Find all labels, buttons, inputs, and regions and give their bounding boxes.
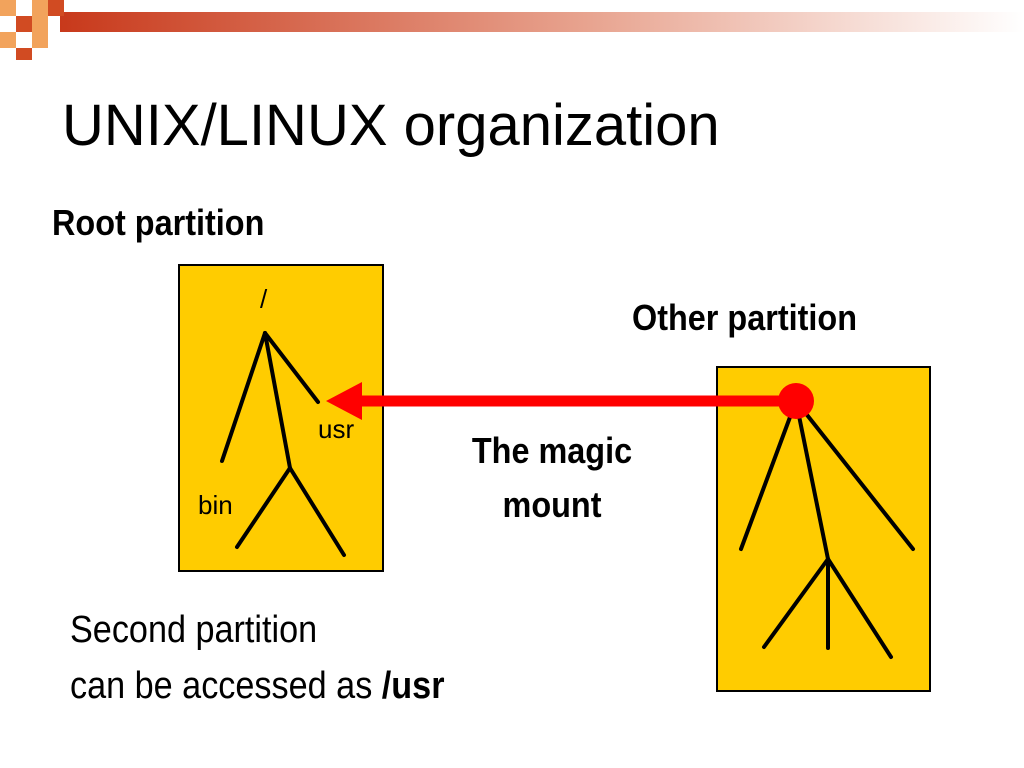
- other-partition-label: Other partition: [632, 297, 857, 338]
- access-note-prefix: can be accessed as: [70, 665, 382, 707]
- mount-point-dot: [778, 383, 814, 419]
- bin-dir-label: bin: [198, 490, 233, 520]
- root-dir-label: /: [260, 284, 268, 314]
- other-tree: [739, 399, 915, 659]
- access-note-line-1: Second partition: [70, 609, 318, 651]
- access-note-path: /usr: [381, 665, 445, 707]
- root-tree: [220, 331, 346, 557]
- magic-mount-caption: The magic mount: [462, 424, 642, 532]
- header-decoration: [0, 0, 1024, 60]
- mount-arrow: [326, 382, 814, 420]
- access-note: Second partition can be accessed as /usr: [70, 602, 445, 714]
- usr-dir-label: usr: [318, 414, 354, 444]
- slide-title: UNIX/LINUX organization: [62, 93, 720, 158]
- access-note-line-2: can be accessed as /usr: [70, 658, 445, 714]
- magic-line-2: mount: [502, 484, 602, 525]
- root-partition-label: Root partition: [52, 202, 265, 243]
- magic-line-1: The magic: [471, 430, 633, 471]
